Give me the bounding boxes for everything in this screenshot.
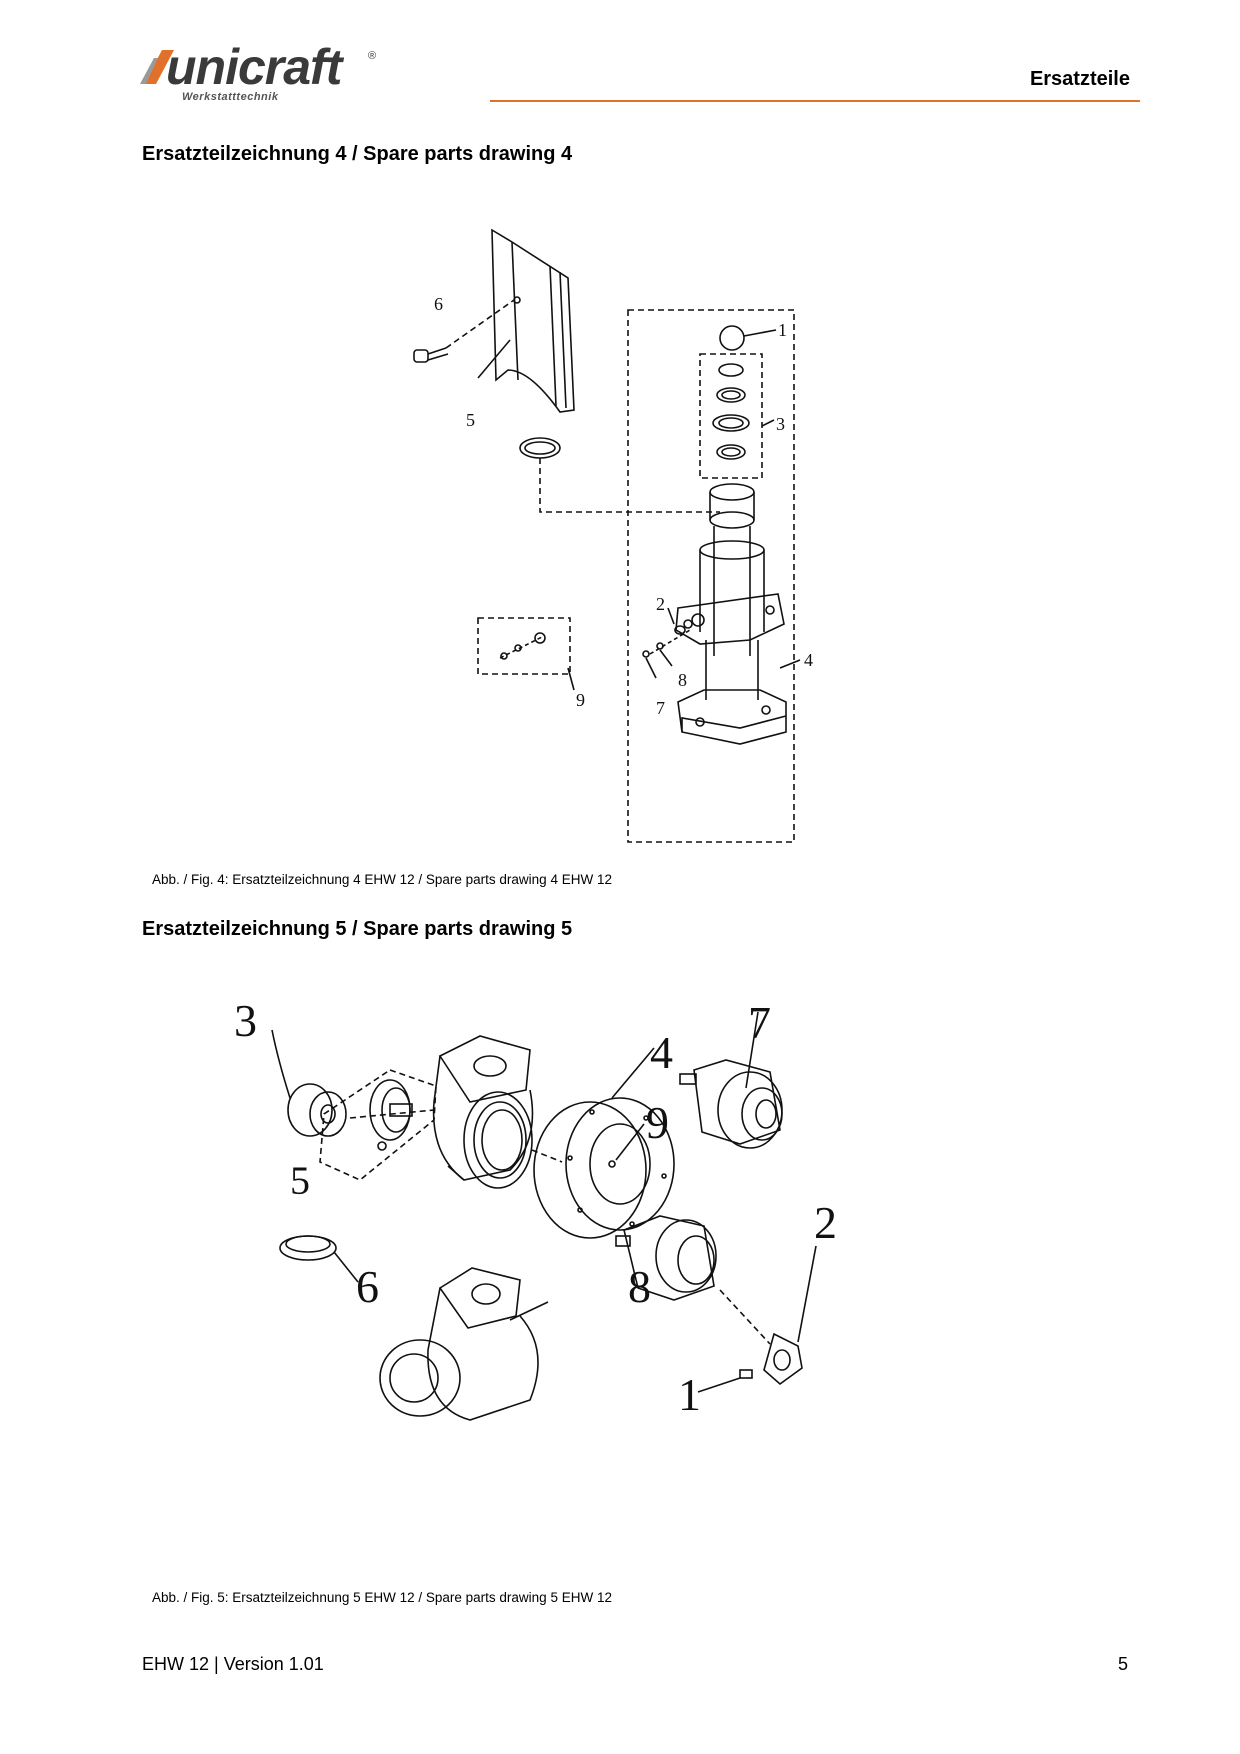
part-2-motor [615,1215,771,1345]
part-1-ball [719,325,745,351]
snap-ring [519,437,561,459]
label-2: 2 [814,1197,837,1248]
part-1-pin [697,1369,753,1393]
footer-page-number: 5 [1117,1654,1128,1674]
company-logo: unicraft ® Werkstatttechnik [140,39,380,104]
axis-line-2 [531,1149,563,1163]
spare-parts-drawing-5: 3 5 4 7 9 6 2 8 1 [234,995,837,1421]
part-7-motor [679,1011,783,1149]
label-9: 9 [576,690,585,710]
spare-parts-drawing-4: 6 1 3 5 2 4 7 8 9 [413,228,813,843]
part-3-seals [712,363,750,460]
part-2-bracket [763,1245,817,1386]
label-5: 5 [290,1158,310,1203]
drawing4-caption: Abb. / Fig. 4: Ersatzteilzeichnung 4 EHW… [152,872,612,887]
label-3: 3 [776,414,785,434]
label-5: 5 [466,410,475,430]
label-6: 6 [356,1261,379,1312]
label-6: 6 [434,294,443,314]
part-8-assembly [379,1267,549,1421]
label-8: 8 [628,1261,651,1312]
part-5-gear [369,1079,413,1151]
footer-doc-version: EHW 12 | Version 1.01 [142,1654,324,1674]
part-6-bolt [413,299,515,363]
part-5-group-box [319,1069,437,1181]
parts-2-7-8-fittings [642,607,691,679]
logo-registered-mark: ® [368,50,377,62]
part-9-screw [608,1123,645,1168]
part-9-kit [499,632,575,691]
label-7: 7 [656,698,665,718]
part-4-column [675,483,787,745]
label-1: 1 [778,320,787,340]
part-4-group-box [627,309,795,843]
logo-subtitle: Werkstatttechnik [182,91,279,103]
header-divider [490,100,1140,102]
part-4-ring [533,1047,675,1239]
drawing5-caption: Abb. / Fig. 5: Ersatzteilzeichnung 5 EHW… [152,1590,612,1605]
part-3-hub [271,1029,347,1137]
label-3: 3 [234,995,257,1046]
logo-wordmark: unicraft [166,39,342,95]
label-7: 7 [748,997,771,1048]
part-5-shield [491,228,575,413]
leader-1 [743,329,777,337]
label-2: 2 [656,594,665,614]
leader-3 [761,419,775,427]
label-8: 8 [678,670,687,690]
part-9-kit-box [477,617,571,675]
leader-5 [477,339,511,379]
drawing4-title: Ersatzteilzeichnung 4 / Spare parts draw… [142,143,573,165]
snap-ring-inner [524,441,556,455]
label-1: 1 [678,1369,701,1420]
header-section-title: Ersatzteile [1029,68,1130,90]
label-9: 9 [646,1097,669,1148]
label-4: 4 [650,1027,673,1078]
axis-line-1 [349,1109,435,1119]
part-6-gear [279,1235,359,1283]
logo-mark-icon [140,50,174,84]
label-4: 4 [804,650,813,670]
leader-4 [779,659,801,669]
part-4-housing [432,1035,534,1189]
drawing5-title: Ersatzteilzeichnung 5 / Spare parts draw… [142,918,573,940]
part-3-seals-box [699,353,763,479]
connector-line [539,458,720,513]
